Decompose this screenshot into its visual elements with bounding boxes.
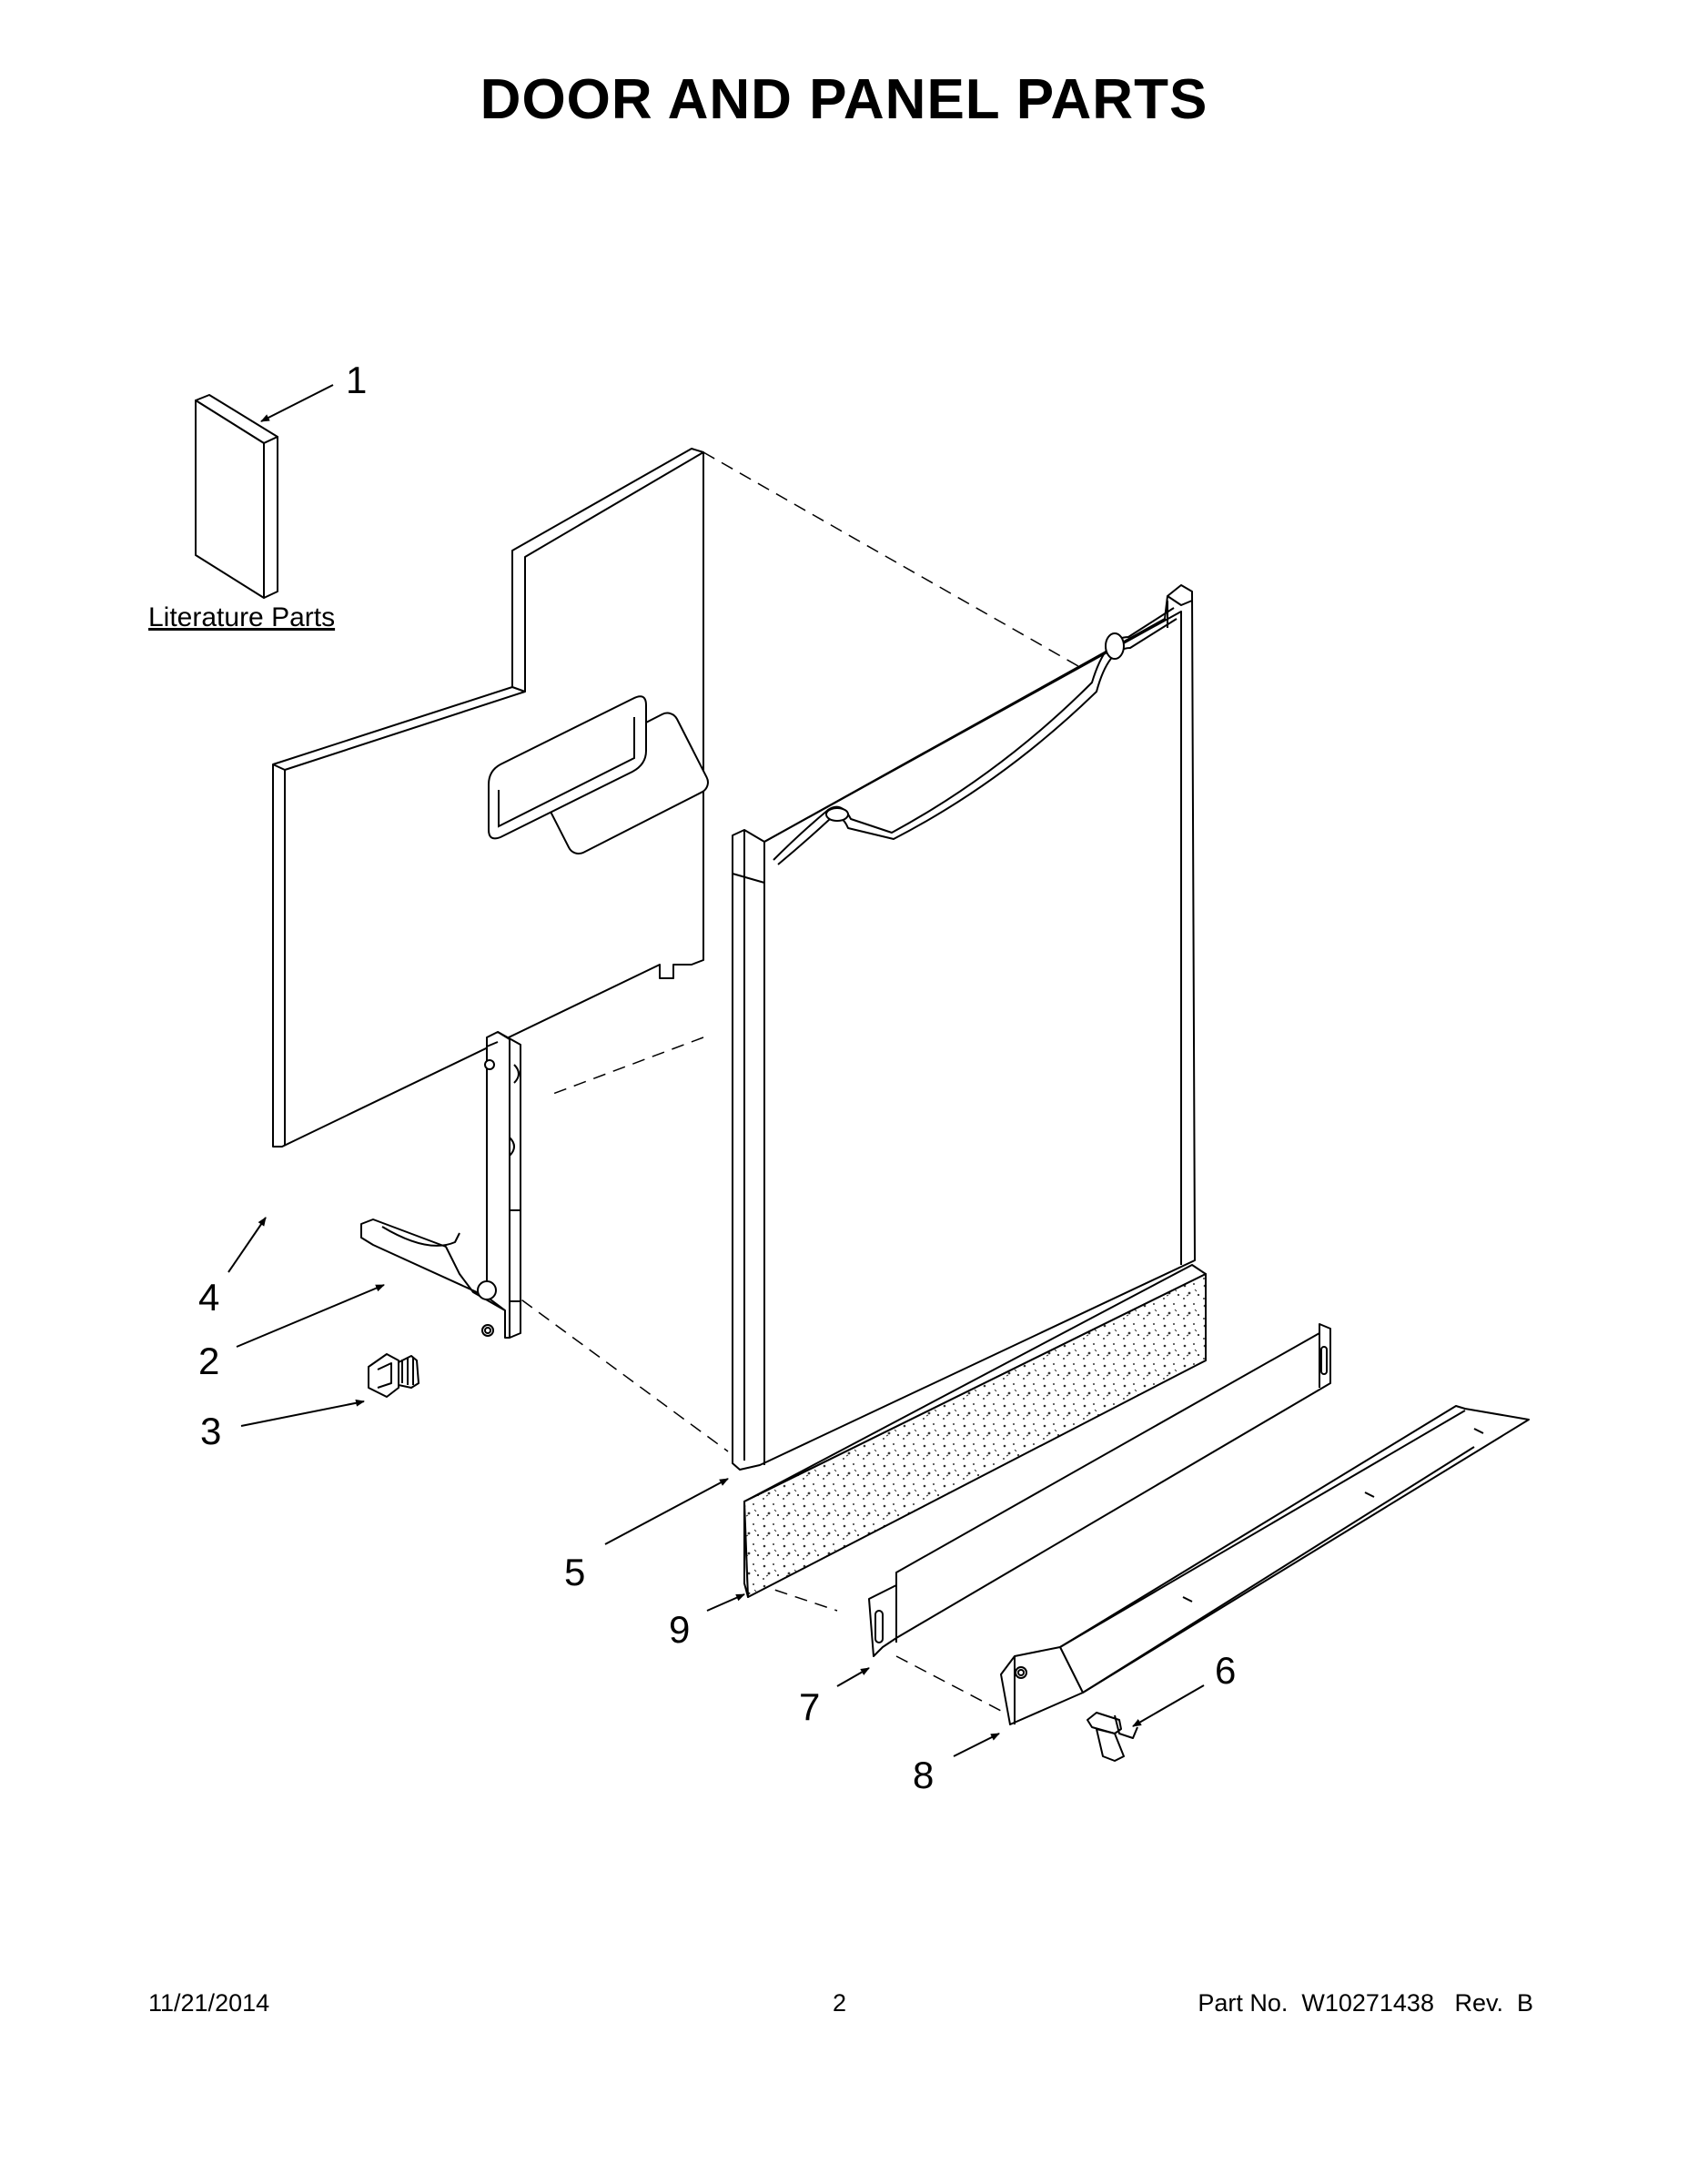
callout-4: 4 (198, 1276, 219, 1319)
callout-arrows (227, 384, 1205, 1757)
door-hinge-bracket (360, 1031, 521, 1339)
callout-5: 5 (564, 1551, 585, 1593)
arrow-callout-5 (604, 1478, 729, 1545)
footer-date: 11/21/2014 (148, 1989, 270, 2017)
literature-parts-box (195, 394, 278, 599)
callout-3: 3 (200, 1410, 221, 1452)
callout-8: 8 (913, 1754, 934, 1796)
door-panel (732, 584, 1196, 1471)
toe-panel (868, 1323, 1331, 1657)
arrow-callout-1 (260, 384, 334, 422)
footer-page-number: 2 (833, 1989, 847, 2017)
arrow-callout-7 (836, 1667, 870, 1687)
callout-numbers: 1 2 3 4 5 6 7 8 9 (198, 359, 1236, 1796)
callout-7: 7 (799, 1685, 820, 1728)
hinge-screw (368, 1353, 419, 1398)
page-title: DOOR AND PANEL PARTS (480, 68, 1208, 131)
arrow-callout-2 (236, 1284, 385, 1348)
door-cable (773, 607, 1178, 865)
kickplate-bracket (1000, 1405, 1530, 1725)
callout-1: 1 (346, 359, 367, 401)
callout-2: 2 (198, 1340, 219, 1382)
literature-parts-label: Literature Parts (148, 602, 335, 632)
foam-insulation (743, 1264, 1207, 1598)
footer-part-number: Part No. W10271438 Rev. B (1198, 1989, 1533, 2017)
assembly-guide-lines (504, 451, 1111, 1712)
side-panel-cutout (488, 695, 647, 840)
arrow-callout-8 (953, 1733, 1000, 1757)
callout-9: 9 (669, 1608, 690, 1651)
arrow-callout-4 (227, 1217, 267, 1273)
arrow-callout-3 (240, 1399, 365, 1427)
arrow-callout-6 (1132, 1684, 1205, 1727)
callout-6: 6 (1215, 1649, 1236, 1692)
kickplate-screw (1087, 1712, 1138, 1762)
arrow-callout-9 (706, 1593, 745, 1612)
